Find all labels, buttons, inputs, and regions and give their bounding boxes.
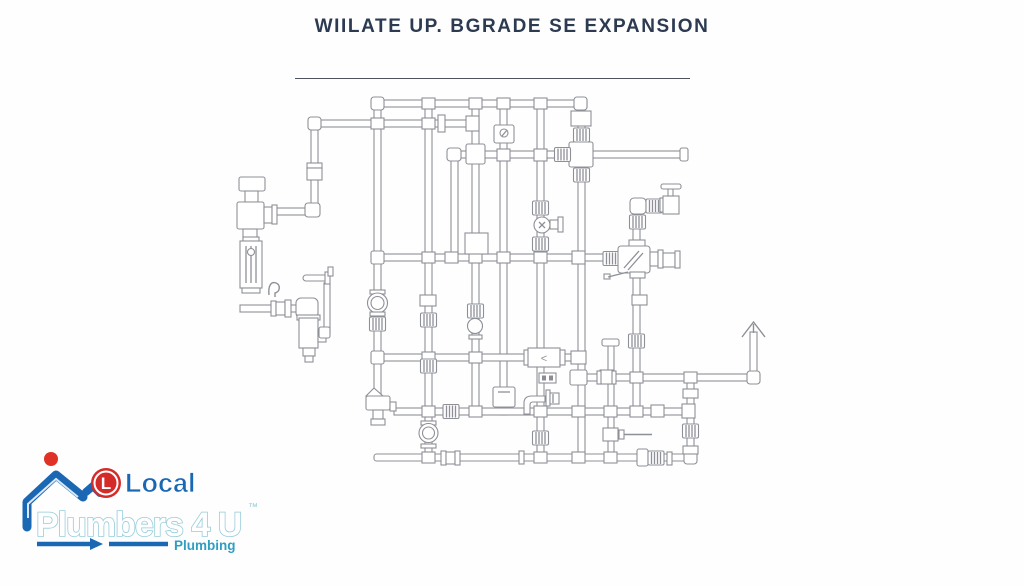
logo-arrow-icon [37,538,168,550]
logo-tagline: Plumbing [174,538,236,553]
pipe-tees [370,97,698,464]
mixing-valve [603,239,681,280]
check-valve: < [523,347,566,368]
test-port [601,338,652,442]
drain-trap [270,266,334,363]
meter-device-bottom [492,386,516,408]
title-rule [295,78,690,79]
logo-name-top: Local [125,468,196,498]
sight-gauge [239,236,263,294]
relief-valve [236,176,278,245]
page-title: WIILATE UP. BGRADE SE EXPANSION [314,16,710,37]
logo-dot [44,452,58,466]
logo-trademark: ™ [248,502,258,513]
logo-name-main: Plumbers 4 U [36,506,241,544]
stop-valve [628,183,682,230]
valve-cluster-mid [466,303,485,340]
drain-valve [364,387,397,426]
pump-union-lower [418,420,439,449]
company-logo: L Local Plumbers 4 U ™ Plumbing [22,452,258,553]
logo-badge-letter: L [101,474,111,493]
logo-badge: L [91,468,121,498]
pump-union-upper [366,289,389,317]
junction-box [464,232,489,255]
flow-arrow-icon [741,320,766,338]
gate-valve-cluster [531,200,564,252]
meter-device-top [493,124,515,144]
hook-detail [268,281,280,297]
label-chip [538,372,557,384]
check-valve-label: < [541,353,547,365]
pipe-couplings [306,110,700,467]
hose-bib [523,389,560,415]
